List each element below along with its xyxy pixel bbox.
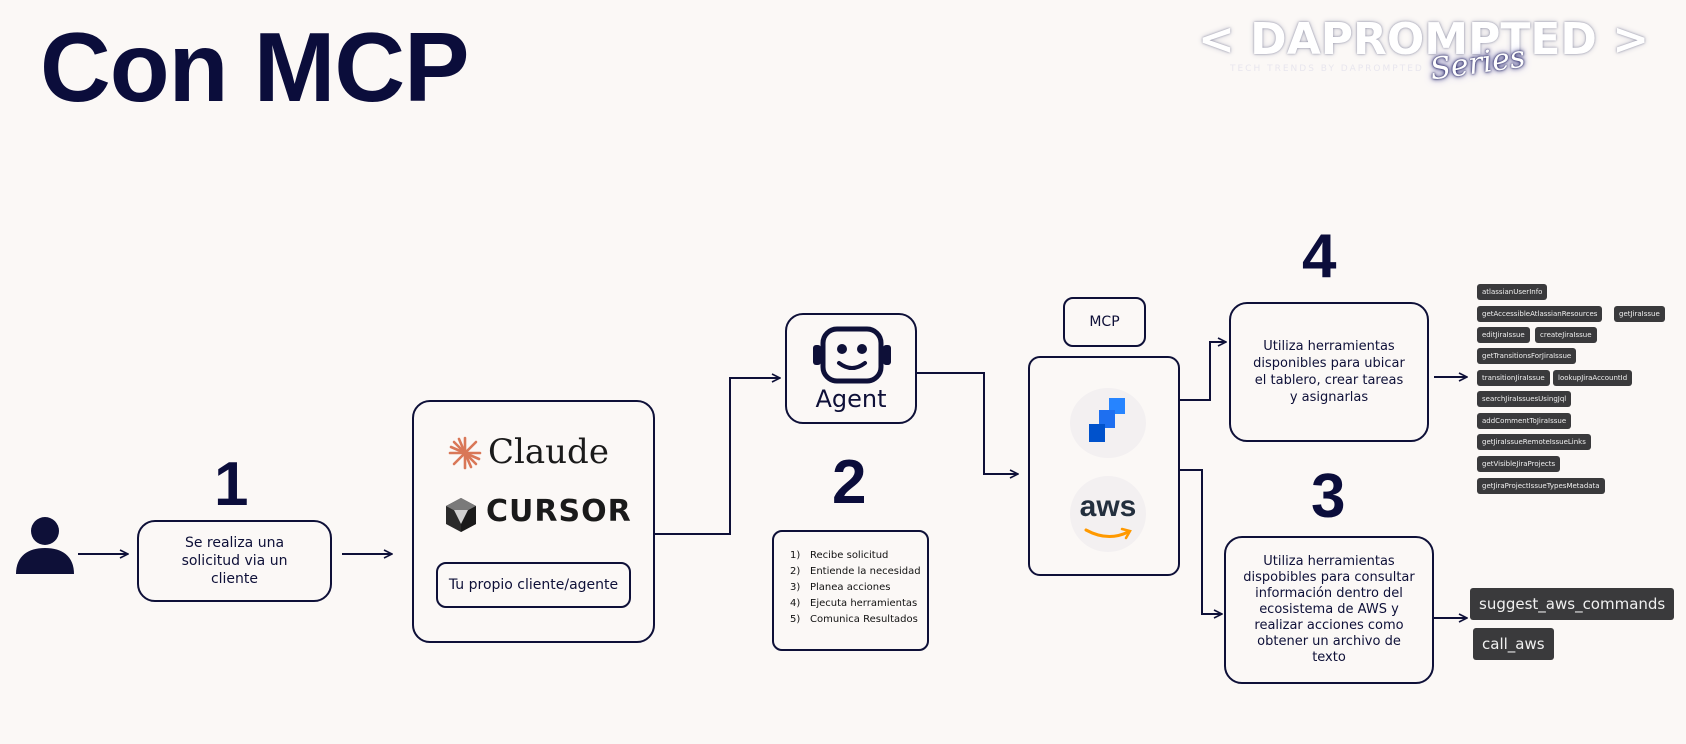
brand-tagline: TECH TRENDS BY DAPROMPTED: [1230, 64, 1424, 74]
step-4-number: 4: [1302, 222, 1337, 291]
tool-chip: call_aws: [1473, 628, 1554, 660]
list-item: 2)Entiende la necesidad: [790, 566, 921, 577]
step-3-number: 3: [1311, 462, 1346, 531]
step-3-text: Utiliza herramientas dispobibles para co…: [1243, 554, 1415, 665]
list-item: 5)Comunica Resultados: [790, 614, 918, 625]
tool-chip: getJiraProjectIssueTypesMetadata: [1477, 478, 1605, 494]
brand-name: < DAPROMPTED >: [1198, 14, 1650, 65]
arrow-agent-to-mcp: [917, 372, 1018, 474]
tool-chip: getAccessibleAtlassianResources: [1477, 306, 1603, 322]
list-item: 4)Ejecuta herramientas: [790, 598, 918, 609]
brand-logo: < DAPROMPTED > TECH TRENDS BY DAPROMPTED…: [1198, 14, 1649, 87]
user-icon: [16, 517, 74, 574]
arrow-mcp-to-step3: [1180, 469, 1222, 614]
step-2-number: 2: [832, 448, 867, 517]
tool-chip: getJiraIssueRemoteIssueLinks: [1477, 434, 1591, 450]
aws-label: aws: [1079, 490, 1137, 523]
arrow-mcp-to-step4: [1180, 342, 1226, 401]
tool-chip: addCommentToJiraIssue: [1477, 413, 1572, 429]
robot-icon: [813, 326, 891, 384]
cursor-label: CURSOR: [486, 494, 632, 529]
tool-chip: searchJiraIssuesUsingJql: [1477, 391, 1572, 407]
step-4-text: Utiliza herramientas disponibles para ub…: [1253, 339, 1405, 405]
list-item: 3)Planea acciones: [790, 582, 891, 593]
aws-smile-icon: [1084, 527, 1132, 540]
list-item: 1)Recibe solicitud: [790, 550, 889, 561]
tool-chip: getJiraIssue: [1614, 306, 1665, 322]
tool-chip: createJiraIssue: [1535, 327, 1597, 343]
clients-box: Claude CURSOR Tu propio cliente/agente: [412, 400, 655, 643]
tool-chip: getVisibleJiraProjects: [1477, 456, 1561, 472]
page-title: Con MCP: [40, 12, 469, 122]
tool-chip: transitionJiraIssue: [1477, 370, 1550, 386]
mcp-servers-box: aws: [1028, 356, 1180, 576]
step-1-box: Se realiza una solicitud via un cliente: [137, 520, 332, 602]
cursor-icon: [446, 498, 476, 532]
jira-icon: [1089, 398, 1125, 442]
tool-chip: atlassianUserInfo: [1477, 284, 1548, 300]
claude-icon: [448, 436, 482, 470]
step-1-text: Se realiza una solicitud via un cliente: [181, 535, 288, 587]
mcp-label: MCP: [1089, 314, 1120, 330]
tool-chip: editJiraIssue: [1477, 327, 1530, 343]
aws-badge: [1070, 476, 1146, 552]
step-2-box: 1)Recibe solicitud 2)Entiende la necesid…: [772, 530, 929, 651]
tool-chip: getTransitionsForJiraIssue: [1477, 348, 1577, 364]
agent-label: Agent: [815, 385, 887, 413]
mcp-label-box: MCP: [1063, 297, 1146, 347]
tool-chip: lookupJiraAccountId: [1553, 370, 1633, 386]
arrow-clients-to-agent: [655, 378, 780, 535]
own-client-label: Tu propio cliente/agente: [448, 577, 619, 593]
step-2-list: 1)Recibe solicitud 2)Entiende la necesid…: [790, 548, 921, 628]
claude-label: Claude: [488, 432, 609, 472]
step-4-box: Utiliza herramientas disponibles para ub…: [1229, 302, 1429, 442]
own-client-box: Tu propio cliente/agente: [436, 562, 631, 608]
agent-box: Agent: [785, 313, 917, 424]
step-3-box: Utiliza herramientas dispobibles para co…: [1224, 536, 1434, 684]
step-1-number: 1: [214, 450, 249, 519]
tool-chip: suggest_aws_commands: [1470, 588, 1675, 620]
